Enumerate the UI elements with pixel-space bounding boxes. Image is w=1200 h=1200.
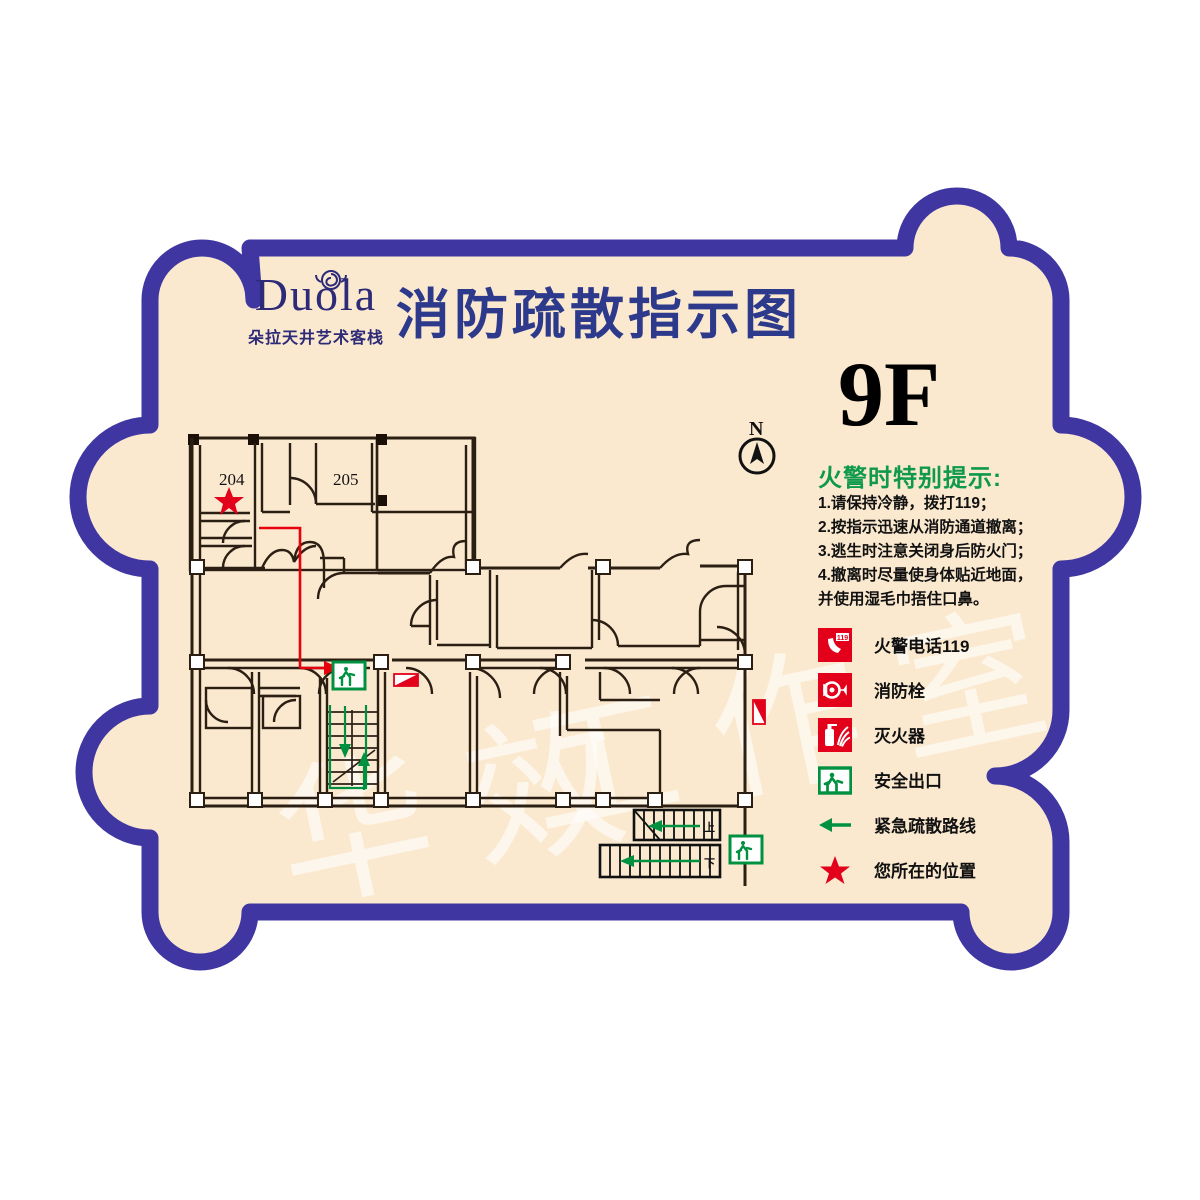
legend-label: 消防栓 (874, 682, 925, 701)
brand-logo: Duola 朵拉天井艺术客栈 (236, 269, 396, 348)
plate-border (69, 187, 1142, 971)
legend-row-extinguisher: 灭火器 (818, 712, 1058, 757)
tip-item: 4.撤离时尽量使身体贴近地面， (818, 567, 1033, 585)
plan-exit-sign-right (728, 834, 764, 865)
legend: 119 火警电话119 消防栓 (817, 622, 1058, 892)
north-arrow-icon (738, 437, 776, 475)
stair-up-label: 上 (704, 822, 715, 834)
legend-row-safety-exit: 安全出口 (817, 757, 1058, 802)
fire-phone-119-icon: 119 (818, 627, 852, 662)
fire-extinguisher-icon (818, 717, 852, 752)
legend-row-you-are-here: 您所在的位置 (818, 847, 1058, 892)
you-are-here-star-icon (818, 853, 852, 887)
tip-item: 1.请保持冷静，拨打119； (818, 495, 996, 512)
tip-item: 3.逃生时注意关闭身后防火门； (818, 543, 1033, 561)
room-number-205: 205 (333, 470, 359, 489)
plan-fire-extinguisher-marker-1 (393, 673, 419, 687)
tips-heading: 火警时特别提示: (818, 465, 1002, 492)
logo-wordmark: Duola (254, 269, 378, 320)
plan-exit-sign-left (331, 660, 367, 691)
tip-item: 并使用湿毛巾捂住口鼻。 (818, 591, 989, 609)
legend-label: 灭火器 (874, 727, 925, 746)
legend-label: 紧急疏散路线 (874, 817, 976, 836)
stair-down-label: 下 (704, 858, 715, 870)
legend-row-hydrant: 消防栓 (818, 667, 1058, 712)
legend-row-evacuation-route: 紧急疏散路线 (818, 802, 1058, 847)
tip-item: 2.按指示迅速从消防通道撤离； (818, 519, 1033, 537)
safety-exit-icon (817, 763, 853, 797)
rose-icon (315, 270, 347, 290)
plan-fire-extinguisher-marker-2 (752, 699, 766, 725)
floor-number: 9F (838, 343, 941, 445)
room-number-204: 204 (219, 470, 245, 489)
evacuation-arrows-right (620, 820, 700, 867)
svg-text:119: 119 (837, 634, 848, 641)
compass-north-label: N (749, 418, 764, 440)
you-are-here-star-icon (214, 487, 244, 515)
logo-subtitle: 朵拉天井艺术客栈 (247, 330, 384, 347)
page-title: 消防疏散指示图 (396, 285, 802, 345)
legend-row-fire-phone: 119 火警电话119 (818, 622, 1058, 667)
legend-label: 安全出口 (874, 772, 942, 791)
evacuation-arrow-icon (818, 808, 852, 842)
stair-direction-markers (328, 705, 370, 790)
sign-plate (69, 187, 1142, 971)
tips-list: 1.请保持冷静，拨打119； 2.按指示迅速从消防通道撤离； 3.逃生时注意关闭… (818, 492, 1053, 612)
fire-hydrant-icon (818, 672, 852, 707)
legend-label: 您所在的位置 (874, 862, 976, 881)
legend-label: 火警电话119 (874, 637, 970, 656)
